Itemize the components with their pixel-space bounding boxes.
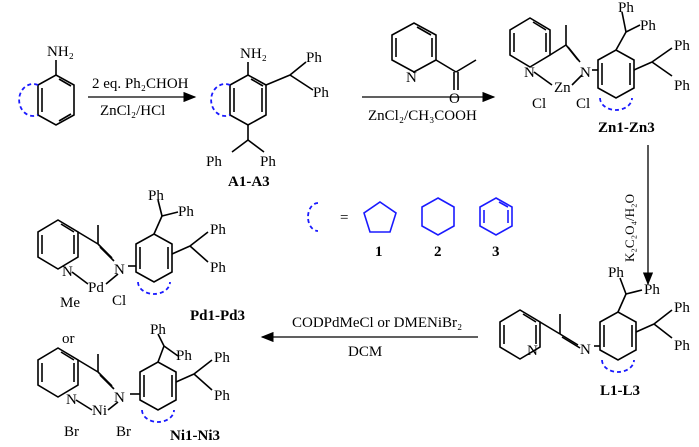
acetylpyridine-structure: N O — [391, 22, 477, 107]
compound-Ni-structure: N N Ni Br Br Ph Ph Ph Ph Ni1-Ni3 — [37, 322, 230, 444]
Ni-ph-1: Ph — [150, 322, 166, 338]
Pd-ph-1: Ph — [148, 188, 164, 204]
label-L1-L3: L1-L3 — [600, 383, 640, 399]
Pd-metal: Pd — [88, 280, 104, 296]
Ni-br-1: Br — [64, 424, 79, 440]
label-Ni1-Ni3: Ni1-Ni3 — [170, 428, 220, 444]
step4-reagent-1: CODPdMeCl or DMENiBr₂ — [292, 315, 462, 331]
carbonyl-o-label: O — [449, 91, 460, 107]
Zn-ph-4: Ph — [674, 78, 690, 94]
Pd-py-n: N — [62, 264, 73, 280]
Zn-cl-1: Cl — [532, 96, 546, 112]
cyclohexane-icon — [421, 197, 455, 236]
Zn-imine-n: N — [580, 65, 591, 81]
Ni-ph-3: Ph — [214, 350, 230, 366]
label-Pd1-Pd3: Pd1-Pd3 — [190, 308, 245, 324]
benzene-icon — [479, 197, 513, 236]
cyclopentane-icon — [363, 201, 397, 233]
Pd-fused-ring-placeholder — [137, 281, 171, 295]
label-A1-A3: A1-A3 — [228, 174, 270, 190]
or-text: or — [62, 331, 75, 347]
Zn-metal: Zn — [554, 80, 571, 96]
L-ph-1: Ph — [608, 265, 624, 281]
legend-equals: = — [340, 210, 348, 226]
A-ph-1: Ph — [306, 50, 322, 66]
Ni-fused-ring-placeholder — [141, 409, 175, 423]
pyridine-n-label: N — [406, 70, 417, 86]
L-imine-n: N — [580, 342, 591, 358]
arrow-step3: K₂C₂O₄/H₂O — [622, 145, 654, 286]
aniline-structure: NH₂ — [18, 44, 75, 126]
compound-L-structure: N N Ph Ph Ph Ph L1-L3 — [499, 265, 690, 399]
A-ph-2: Ph — [313, 85, 329, 101]
compound-Zn-structure: N N Zn Cl Cl Ph Ph Ph Ph Zn1-Zn3 — [509, 0, 690, 136]
legend-label-1: 1 — [375, 244, 383, 260]
Ni-ph-4: Ph — [214, 388, 230, 404]
Pd-imine-n: N — [114, 262, 125, 278]
Zn-cl-2: Cl — [576, 96, 590, 112]
step3-reagent: K₂C₂O₄/H₂O — [622, 194, 637, 262]
Ni-imine-n: N — [114, 390, 125, 406]
L-ph-2: Ph — [644, 282, 660, 298]
Pd-me: Me — [60, 295, 80, 311]
Zn-fused-ring-placeholder — [599, 97, 633, 111]
step1-reagent-1: 2 eq. Ph₂CHOH — [92, 76, 189, 92]
Ni-ph-2: Ph — [176, 348, 192, 364]
Zn-ph-1: Ph — [618, 0, 634, 16]
Zn-py-n: N — [524, 65, 535, 81]
Pd-cl: Cl — [112, 293, 126, 309]
legend-placeholder-icon — [307, 202, 319, 232]
label-Zn1-Zn3: Zn1-Zn3 — [598, 120, 655, 136]
Ni-metal: Ni — [92, 403, 107, 419]
step1-reagent-2: ZnCl₂/HCl — [100, 103, 165, 119]
A-ph-3: Ph — [206, 154, 222, 170]
L-py-n: N — [527, 343, 538, 359]
fused-ring-placeholder — [18, 83, 39, 117]
compound-A-structure: NH₂ Ph Ph Ph Ph A1-A3 — [206, 46, 329, 190]
aniline-nh2-label: NH₂ — [47, 44, 74, 60]
L-fused-ring-placeholder — [601, 359, 635, 373]
ring-legend: = 1 2 3 — [307, 197, 513, 260]
Ni-br-2: Br — [116, 424, 131, 440]
A-nh2-label: NH₂ — [240, 46, 267, 62]
compound-Pd-structure: N N Pd Me Cl Ph Ph Ph Ph Pd1-Pd3 — [37, 188, 245, 324]
L-ph-4: Ph — [674, 338, 690, 354]
A-fused-ring-placeholder — [210, 83, 231, 117]
Pd-ph-4: Ph — [210, 260, 226, 276]
legend-label-3: 3 — [492, 244, 500, 260]
Zn-ph-3: Ph — [674, 38, 690, 54]
Ni-py-n: N — [66, 392, 77, 408]
step2-reagent: ZnCl₂/CH₃COOH — [368, 108, 477, 124]
L-ph-3: Ph — [674, 300, 690, 316]
A-ph-4: Ph — [260, 154, 276, 170]
arrow-step4: CODPdMeCl or DMENiBr₂ DCM — [260, 315, 478, 360]
arrow-step1: 2 eq. Ph₂CHOH ZnCl₂/HCl — [88, 76, 197, 119]
step4-reagent-2: DCM — [348, 344, 382, 360]
Zn-ph-2: Ph — [640, 18, 656, 34]
arrow-step2: ZnCl₂/CH₃COOH — [362, 91, 496, 124]
Pd-ph-2: Ph — [178, 204, 194, 220]
legend-label-2: 2 — [434, 244, 442, 260]
Pd-ph-3: Ph — [210, 222, 226, 238]
